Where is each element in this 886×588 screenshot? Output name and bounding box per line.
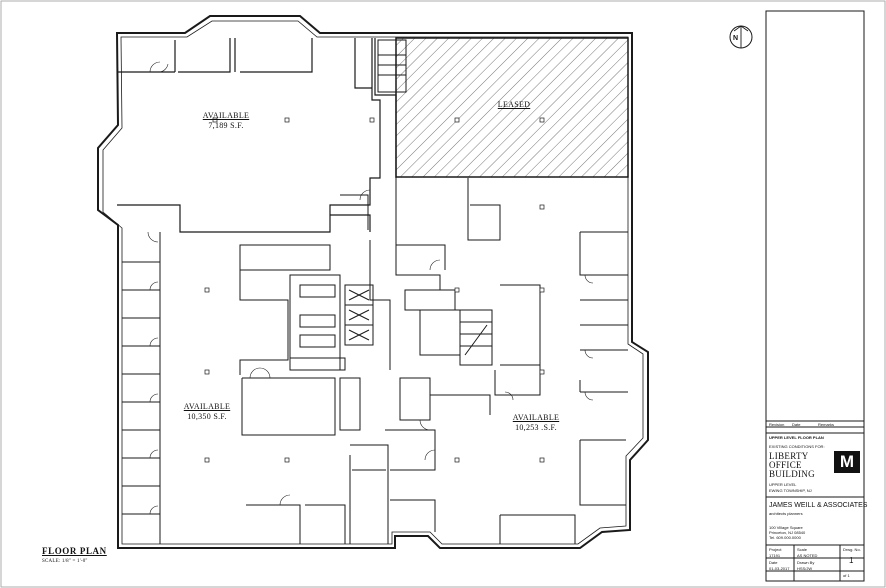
space-label-leased: LEASED: [484, 100, 544, 110]
building-name-line-2: OFFICE: [769, 460, 802, 470]
space-label-sw: AVAILABLE 10,350 S.F.: [176, 402, 238, 422]
field-value-drawn-by: HSS/JW: [797, 566, 813, 571]
space-name: AVAILABLE: [183, 402, 231, 411]
space-area: 7,189 S.F.: [208, 121, 244, 130]
north-arrow-icon: [729, 25, 753, 49]
space-name: LEASED: [497, 100, 531, 109]
field-label-project: Project: [769, 547, 782, 552]
revision-header-3: Remarks: [818, 422, 835, 427]
sw-suite-walls: [122, 194, 391, 544]
field-value-scale: AS NOTED: [797, 553, 818, 558]
space-area: 10,253 .S.F.: [515, 423, 557, 432]
location-text: UPPER LEVEL: [769, 482, 797, 487]
field-label-date: Date: [769, 560, 778, 565]
architect-subtitle: architects planners: [769, 511, 803, 516]
field-value-project: 17191: [769, 553, 781, 558]
field-label-drawn-by: Drawn By: [797, 560, 815, 565]
township-text: EWING TOWNSHIP, NJ: [769, 488, 812, 493]
plan-scale: SCALE: 1/8" = 1'-0": [42, 559, 88, 564]
building-name-line-3: BUILDING: [769, 469, 815, 479]
space-label-se: AVAILABLE 10,253 .S.F.: [503, 413, 569, 433]
space-name: AVAILABLE: [512, 413, 560, 422]
sheet-subtitle: EXISTING CONDITIONS FOR:: [769, 444, 825, 449]
nw-suite-walls: [117, 38, 397, 233]
title-block-frame: [765, 10, 865, 582]
drawing-number-label: Drwg. No.: [843, 547, 861, 552]
space-area: 10,350 S.F.: [187, 412, 227, 421]
drawing-number: 1: [849, 556, 854, 565]
building-core: [239, 39, 493, 371]
field-value-date: 01-03-2017: [769, 566, 790, 571]
exterior-walls-inner: [102, 20, 644, 545]
architect-name: JAMES WEILL & ASSOCIATES: [769, 502, 868, 509]
space-name: AVAILABLE: [202, 111, 250, 120]
leased-suite-hatch: [395, 37, 629, 178]
se-suite-walls: [385, 178, 628, 544]
space-label-nw: AVAILABLE 7,189 S.F.: [196, 111, 256, 131]
building-name-line-1: LIBERTY: [769, 451, 809, 461]
revision-header-1: Revision: [769, 422, 785, 427]
revision-header-2: Date: [792, 422, 801, 427]
sheet-of-label: of 1: [843, 573, 850, 578]
address-line-1: 100 Village Square: [769, 525, 803, 530]
field-label-scale: Scale: [797, 547, 808, 552]
door-swings: [147, 61, 594, 515]
exterior-walls: [97, 15, 649, 549]
firm-logo: M: [834, 451, 860, 473]
sheet-title: UPPER LEVEL FLOOR PLAN: [769, 435, 824, 440]
plan-title: FLOOR PLAN: [42, 546, 107, 556]
address-line-3: Tel. 609.000.0000: [769, 535, 801, 540]
address-line-2: Princeton, NJ 08540: [769, 530, 806, 535]
north-letter: N: [733, 35, 739, 42]
structural-columns: [204, 117, 545, 463]
